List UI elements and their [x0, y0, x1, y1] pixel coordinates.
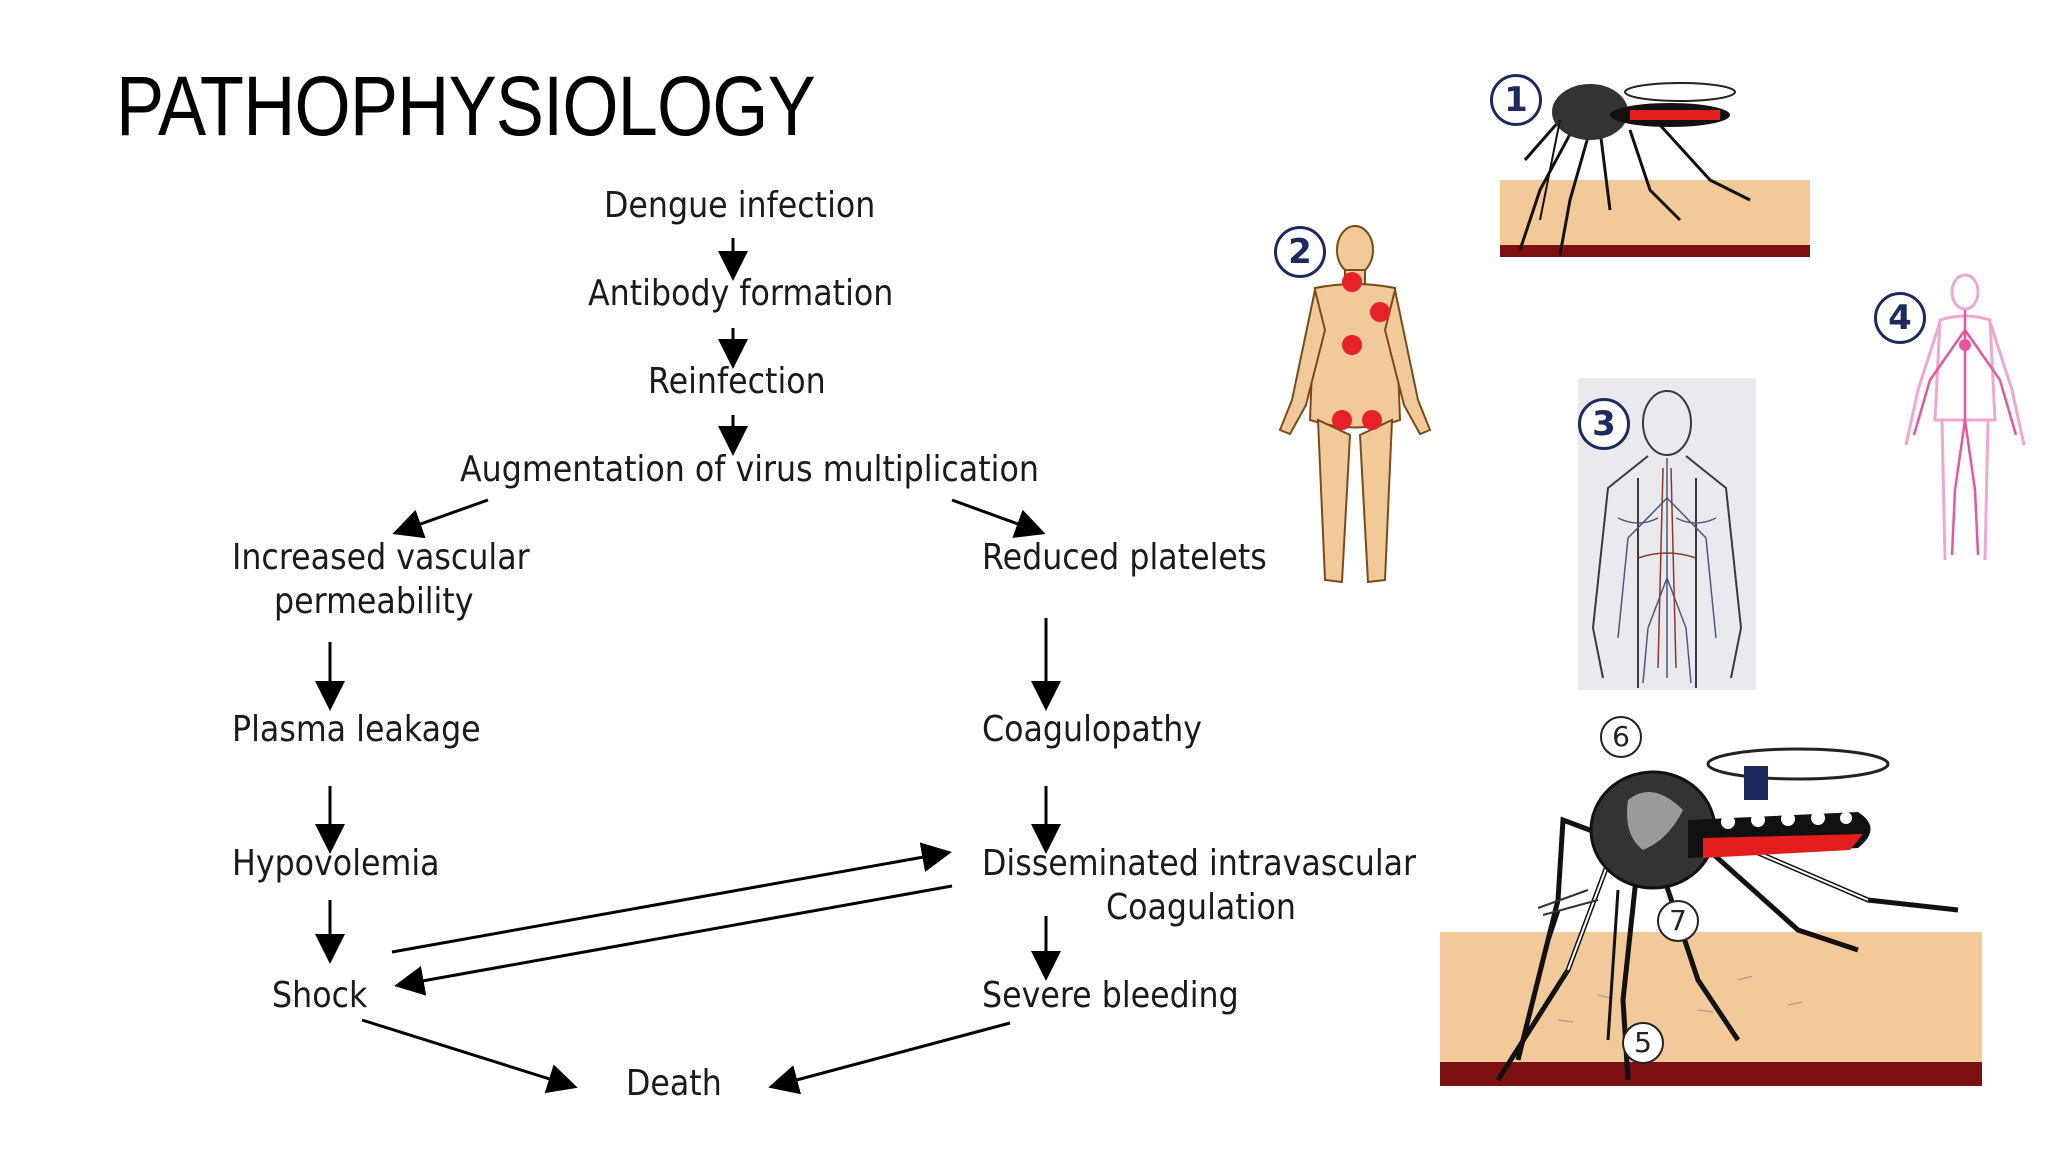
- mosquito-blood-small: [1630, 110, 1720, 120]
- node-increased-vascular-line2-wrap: permeability: [274, 580, 474, 624]
- node-increased-vascular-line2: permeability: [274, 581, 474, 622]
- node-dengue-infection: Dengue infection: [604, 185, 876, 226]
- slide-title: PATHOPHYSIOLOGY: [116, 59, 816, 153]
- arrow-dic-to-shock: [394, 884, 953, 996]
- node-plasma-leakage: Plasma leakage: [232, 709, 481, 750]
- mosquito-bite-illustration-large: [1440, 747, 1982, 1086]
- label-number-4: 4: [1874, 292, 1926, 344]
- skin-surface-small: [1500, 180, 1810, 255]
- arrow-augmentation-to-platelets: [951, 498, 1046, 538]
- skin-base-large: [1440, 1062, 1982, 1086]
- vascular-system-sketch-illustration: [1578, 378, 1756, 690]
- node-death: Death: [626, 1063, 722, 1104]
- node-augmentation: Augmentation of virus multiplication: [460, 449, 1039, 490]
- node-dic-line1: Disseminated intravascular: [982, 843, 1417, 884]
- pink-vascular-body-illustration: [1904, 273, 2026, 561]
- node-shock: Shock: [272, 975, 368, 1016]
- node-antibody-formation: Antibody formation: [588, 273, 894, 314]
- node-coagulopathy: Coagulopathy: [982, 709, 1203, 750]
- mosquito-wing-small: [1624, 82, 1736, 102]
- node-reinfection: Reinfection: [648, 361, 826, 402]
- node-hypovolemia: Hypovolemia: [232, 843, 440, 884]
- rash-spots: [1332, 272, 1390, 430]
- arrow-shock-to-dic: [391, 842, 952, 954]
- mosquito-proboscis-small: [1539, 119, 1561, 221]
- node-reduced-platelets: Reduced platelets: [982, 537, 1267, 578]
- skin-base-small: [1500, 245, 1810, 257]
- node-dic-line2: Coagulation: [1106, 887, 1297, 928]
- label-number-7: 7: [1657, 900, 1699, 942]
- human-body-rash-illustration: [1278, 225, 1432, 584]
- mosquito-antenna: [1537, 889, 1599, 916]
- label-number-1: 1: [1490, 74, 1542, 126]
- mosquito-legs-small: [1518, 119, 1751, 256]
- mosquito-thorax-small: [1552, 84, 1628, 140]
- label-number-5: 5: [1622, 1022, 1664, 1064]
- label-number-2: 2: [1274, 226, 1326, 278]
- node-increased-vascular-line1: Increased vascular: [232, 537, 530, 578]
- mosquito-wing-large: [1706, 747, 1890, 781]
- node-severe-bleeding: Severe bleeding: [982, 975, 1239, 1016]
- mosquito-bite-illustration-small: [1500, 82, 1810, 257]
- node-increased-vascular-permeability: Increased vascular: [232, 536, 530, 580]
- arrow-augmentation-to-vascular: [392, 498, 489, 539]
- mosquito-proboscis-large: [1606, 889, 1620, 1041]
- arrow-shock-to-death: [361, 1018, 578, 1094]
- mosquito-blood-large: [1703, 834, 1863, 858]
- arrow-bleeding-to-death: [768, 1021, 1011, 1095]
- label-number-3: 3: [1578, 398, 1630, 450]
- label-number-6: 6: [1600, 716, 1642, 758]
